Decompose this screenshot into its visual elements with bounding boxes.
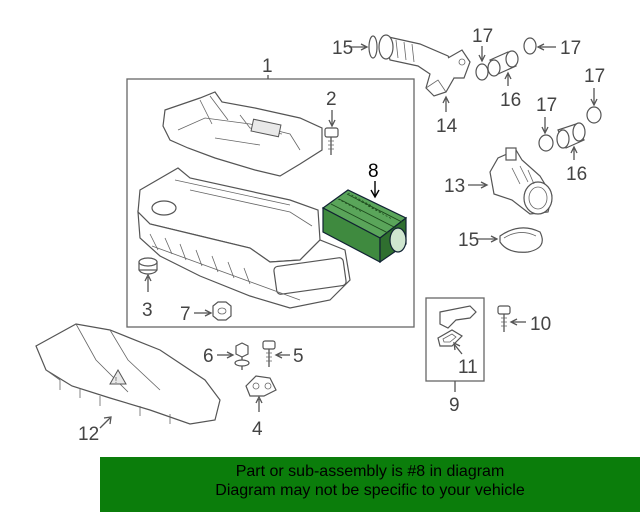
svg-text:!: ! (115, 376, 117, 385)
intake-duct-13[interactable] (489, 147, 553, 215)
svg-text:2: 2 (326, 89, 337, 110)
callout-7[interactable]: 7 (180, 301, 232, 325)
svg-text:17: 17 (560, 38, 581, 59)
callout-12[interactable]: 12 (78, 416, 112, 445)
svg-text:6: 6 (203, 346, 214, 367)
callout-15-top[interactable]: 15 (332, 35, 378, 59)
callout-5[interactable]: 5 (262, 340, 304, 367)
svg-text:16: 16 (500, 90, 521, 111)
air-filter-element[interactable] (321, 189, 408, 264)
callout-1[interactable]: 1 (262, 56, 273, 79)
callout-17-a[interactable]: 17 (472, 26, 493, 81)
callout-17-c[interactable]: 17 (584, 66, 605, 124)
callout-8[interactable]: 8 (368, 161, 380, 199)
callout-3[interactable]: 3 (138, 257, 158, 321)
svg-text:13: 13 (444, 176, 465, 197)
svg-text:1: 1 (262, 56, 273, 77)
callout-9[interactable]: 9 (449, 381, 460, 416)
callout-14[interactable]: 14 (436, 95, 458, 137)
svg-text:9: 9 (449, 395, 460, 416)
svg-text:17: 17 (472, 26, 493, 47)
callout-17-b[interactable]: 17 (523, 37, 581, 59)
banner-line-part: Part or sub-assembly is #8 in diagram (235, 463, 505, 480)
svg-text:4: 4 (252, 419, 263, 440)
callout-16-a[interactable]: 16 (500, 71, 521, 111)
callout-15-bottom[interactable]: 15 (458, 227, 543, 253)
svg-text:14: 14 (436, 116, 458, 137)
svg-text:17: 17 (584, 66, 605, 87)
svg-text:15: 15 (332, 38, 353, 59)
upper-cover-plate[interactable] (162, 91, 323, 177)
group-1-frame (126, 78, 415, 328)
svg-text:17: 17 (536, 95, 557, 116)
info-banner: Part or sub-assembly is #8 in diagram Di… (100, 457, 640, 512)
bracket-4[interactable] (245, 375, 277, 397)
svg-text:16: 16 (566, 164, 587, 185)
callout-4[interactable]: 4 (252, 395, 263, 440)
callout-17-d[interactable]: 17 (536, 95, 557, 152)
svg-text:10: 10 (530, 314, 551, 335)
svg-text:3: 3 (142, 300, 153, 321)
parts-diagram: 1 2 3 7 (35, 26, 605, 445)
hose-16-top[interactable] (487, 50, 519, 77)
hose-16-right[interactable] (556, 122, 586, 149)
callout-13[interactable]: 13 (444, 176, 489, 197)
svg-text:11: 11 (458, 357, 478, 378)
svg-text:15: 15 (458, 230, 479, 251)
callout-2[interactable]: 2 (326, 89, 337, 128)
duct-bracket-9[interactable] (439, 305, 477, 329)
svg-text:5: 5 (293, 346, 304, 367)
air-deflector-12[interactable]: ! (35, 323, 221, 425)
intake-hose-14[interactable] (378, 34, 471, 97)
callout-11[interactable]: 11 (458, 357, 478, 378)
air-cleaner-housing[interactable] (137, 167, 351, 309)
banner-line-disclaimer: Diagram may not be specific to your vehi… (215, 482, 525, 499)
svg-text:12: 12 (78, 424, 99, 445)
svg-text:7: 7 (180, 304, 191, 325)
seal-11[interactable] (437, 329, 463, 355)
bolt-2-icon[interactable] (324, 127, 339, 155)
callout-10[interactable]: 10 (497, 305, 551, 335)
svg-text:8: 8 (368, 161, 379, 182)
callout-16-b[interactable]: 16 (566, 145, 587, 185)
callout-6[interactable]: 6 (203, 342, 250, 370)
